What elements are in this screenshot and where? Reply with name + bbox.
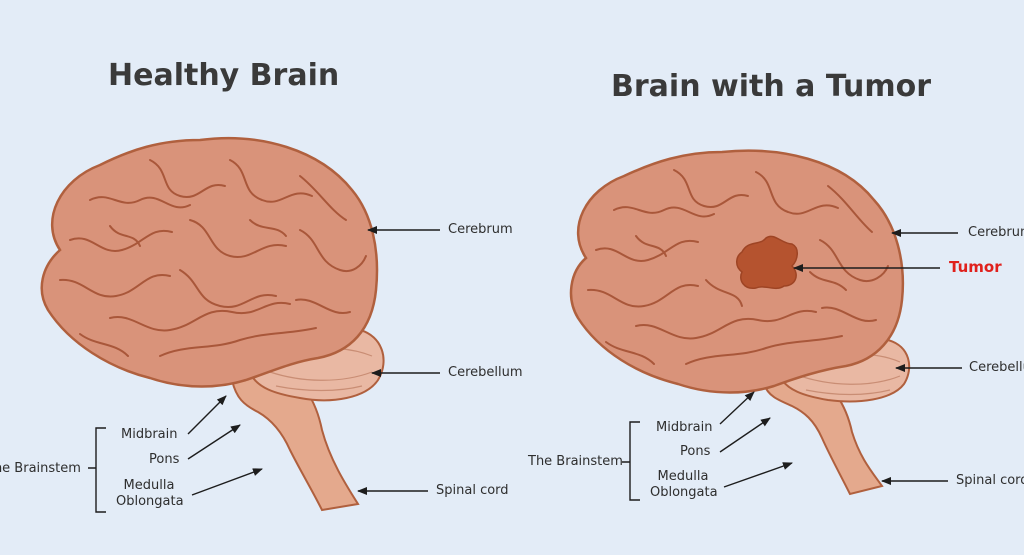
healthy-cerebrum: [40, 136, 379, 388]
healthy-brain-title: Healthy Brain: [108, 58, 340, 93]
tumor-cerebrum-label: Cerebrum: [968, 225, 1024, 240]
tumor-cerebellum-label: Cerebellu: [969, 360, 1024, 375]
healthy-cerebellum-label: Cerebellum: [448, 365, 523, 380]
healthy-spinal-cord-label: Spinal cord: [436, 483, 509, 498]
healthy-pons-label: Pons: [149, 452, 180, 467]
tumor-medulla-label: Medulla Oblongata: [650, 469, 718, 501]
tumor-brainstem-label: The Brainstem: [528, 454, 623, 469]
healthy-brainstem-label: The Brainstem: [0, 461, 81, 476]
healthy-cerebrum-label: Cerebrum: [448, 222, 513, 237]
healthy-medulla-line1: Medulla: [123, 478, 175, 493]
tumor-medulla-line1: Medulla: [657, 469, 709, 484]
tumor-brain: [569, 149, 962, 501]
tumor-cerebrum: [569, 149, 905, 394]
tumor-mass: [736, 235, 798, 290]
tumor-brain-title: Brain with a Tumor: [611, 69, 932, 104]
tumor-medulla-line2: Oblongata: [650, 485, 718, 500]
healthy-medulla-label: Medulla Oblongata: [116, 478, 184, 510]
tumor-spinal-cord-label: Spinal cord: [956, 473, 1024, 488]
tumor-midbrain-label: Midbrain: [656, 420, 713, 435]
healthy-midbrain-label: Midbrain: [121, 427, 178, 442]
tumor-label: Tumor: [949, 258, 1002, 276]
healthy-brain: [40, 136, 440, 513]
tumor-pons-label: Pons: [680, 444, 711, 459]
healthy-medulla-line2: Oblongata: [116, 494, 184, 509]
